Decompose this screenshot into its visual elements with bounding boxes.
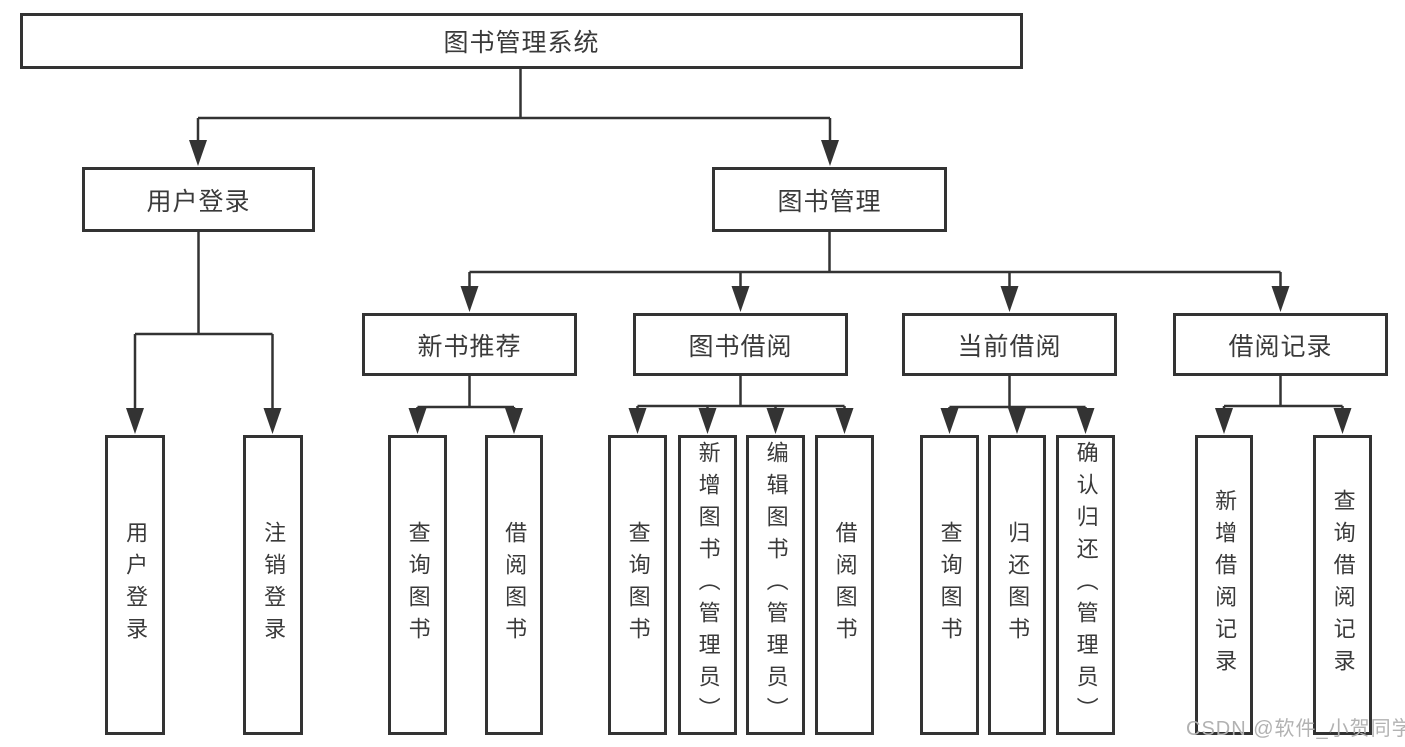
leaf-query-books-borrow: 查询图书	[608, 435, 667, 735]
leaf-add-books-admin-label: 新增图书（管理员）	[695, 441, 721, 729]
leaf-confirm-return-admin: 确认归还（管理员）	[1056, 435, 1115, 735]
leaf-user-login: 用户登录	[105, 435, 165, 735]
node-borrowing-records: 借阅记录	[1173, 313, 1388, 376]
leaf-borrow-books-label: 借阅图书	[832, 521, 858, 649]
node-library-management-system-label: 图书管理系统	[443, 29, 600, 57]
leaf-query-books-recommend-label: 查询图书	[405, 521, 431, 649]
leaf-confirm-return-admin-label: 确认归还（管理员）	[1073, 441, 1099, 729]
leaf-logout: 注销登录	[243, 435, 303, 735]
node-book-management-label: 图书管理	[777, 187, 882, 216]
leaf-borrow-books-recommend: 借阅图书	[485, 435, 543, 735]
node-borrowing-records-label: 借阅记录	[1228, 332, 1333, 361]
node-new-book-recommendation-label: 新书推荐	[417, 332, 522, 361]
node-library-management-system: 图书管理系统	[20, 13, 1023, 69]
leaf-borrow-books-recommend-label: 借阅图书	[502, 521, 528, 649]
node-current-borrowing-label: 当前借阅	[957, 332, 1062, 361]
leaf-add-borrow-record-label: 新增借阅记录	[1212, 489, 1238, 681]
leaf-edit-books-admin-label: 编辑图书（管理员）	[763, 441, 789, 729]
csdn-watermark: CSDN @软件_小贺同学	[1186, 718, 1405, 740]
leaf-return-books: 归还图书	[988, 435, 1046, 735]
leaf-user-login-label: 用户登录	[123, 521, 149, 649]
leaf-query-borrow-record-label: 查询借阅记录	[1330, 489, 1356, 681]
leaf-query-books-recommend: 查询图书	[388, 435, 447, 735]
leaf-query-books-current: 查询图书	[920, 435, 979, 735]
leaf-query-books-current-label: 查询图书	[937, 521, 963, 649]
leaf-return-books-label: 归还图书	[1005, 521, 1031, 649]
node-current-borrowing: 当前借阅	[902, 313, 1117, 376]
node-new-book-recommendation: 新书推荐	[362, 313, 577, 376]
leaf-add-borrow-record: 新增借阅记录	[1195, 435, 1253, 735]
leaf-edit-books-admin: 编辑图书（管理员）	[746, 435, 805, 735]
node-user-login: 用户登录	[82, 167, 315, 232]
node-book-borrowing-label: 图书借阅	[688, 332, 793, 361]
connector-edges	[133, 68, 1344, 412]
arrowheads	[126, 140, 1352, 434]
leaf-borrow-books: 借阅图书	[815, 435, 874, 735]
leaf-logout-label: 注销登录	[261, 521, 287, 649]
leaf-query-borrow-record: 查询借阅记录	[1313, 435, 1372, 735]
leaf-query-books-borrow-label: 查询图书	[625, 521, 651, 649]
node-book-borrowing: 图书借阅	[633, 313, 848, 376]
leaf-add-books-admin: 新增图书（管理员）	[678, 435, 737, 735]
node-user-login-label: 用户登录	[146, 187, 251, 216]
node-book-management: 图书管理	[712, 167, 947, 232]
